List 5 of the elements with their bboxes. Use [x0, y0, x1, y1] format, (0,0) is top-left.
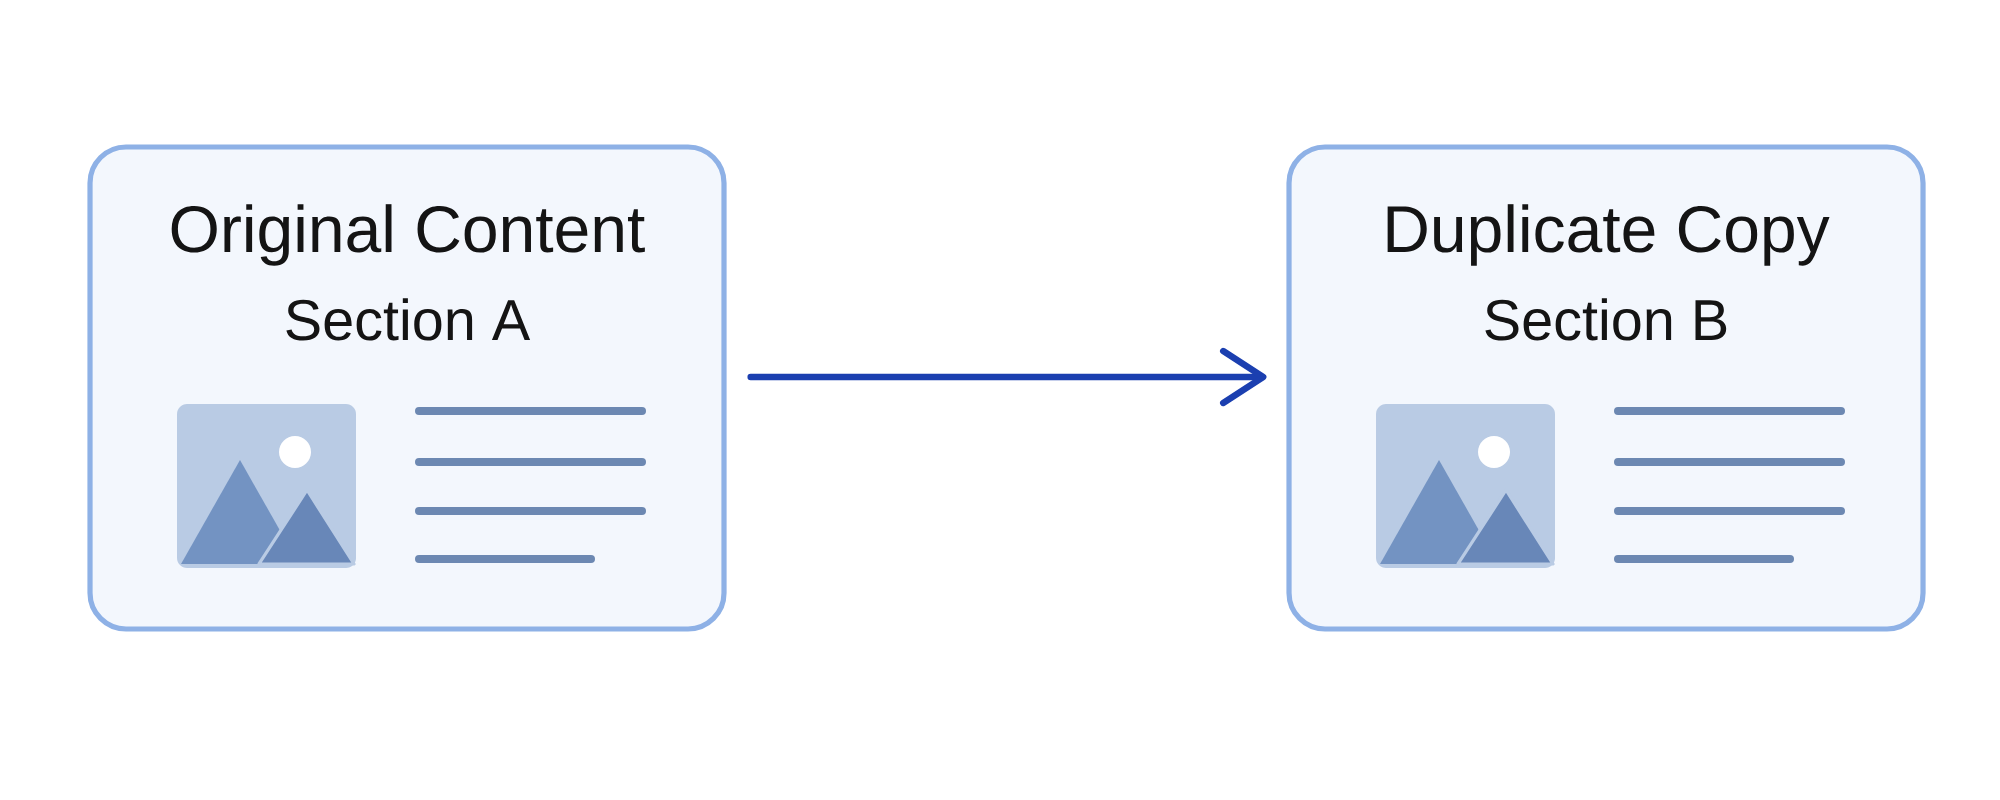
arrow	[747, 347, 1267, 407]
card-subtitle: Section A	[286, 298, 531, 341]
card-title: Duplicate Copy	[1387, 204, 1830, 266]
card-subtitle: Section B	[1485, 298, 1727, 341]
card-title: Original Content	[171, 204, 645, 266]
